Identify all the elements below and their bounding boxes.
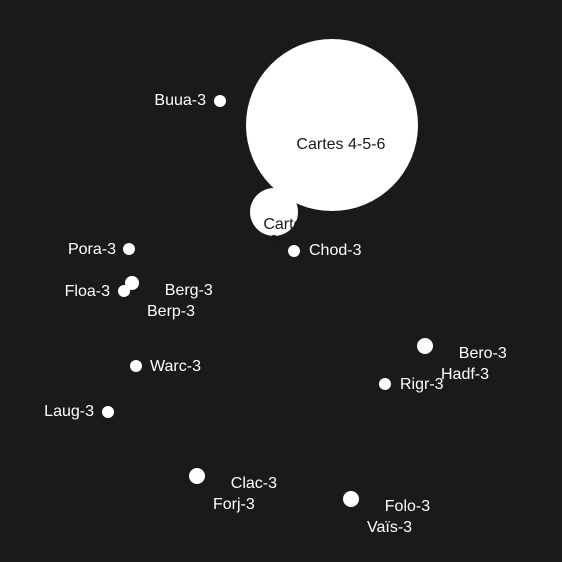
node-label-cartes-4-5-6: Cartes 4-5-6 bbox=[296, 136, 386, 153]
node-label-buua-3: Buua-3 bbox=[154, 92, 206, 109]
node-bubble-floa-3 bbox=[118, 285, 130, 297]
node-bubble-clac-forj-3 bbox=[189, 468, 205, 484]
node-bubble-pora-3 bbox=[123, 243, 135, 255]
node-label-rigr-3: Rigr-3 bbox=[400, 376, 444, 393]
node-bubble-buua-3 bbox=[214, 95, 226, 107]
node-label-floa-3: Floa-3 bbox=[64, 283, 110, 300]
node-bubble-warc-3 bbox=[130, 360, 142, 372]
node-bubble-folo-vais-3 bbox=[343, 491, 359, 507]
node-bubble-rigr-3 bbox=[379, 378, 391, 390]
node-label-warc-3: Warc-3 bbox=[150, 358, 201, 375]
node-bubble-carte-3 bbox=[250, 188, 298, 236]
node-label-laug-3: Laug-3 bbox=[44, 403, 94, 420]
node-label-chod-3: Chod-3 bbox=[309, 242, 362, 259]
node-bubble-chod-3 bbox=[288, 245, 300, 257]
node-bubble-berg-berp-3 bbox=[125, 276, 139, 290]
node-label-pora-3: Pora-3 bbox=[67, 241, 116, 258]
node-bubble-laug-3 bbox=[102, 406, 114, 418]
node-bubble-cartes-4-5-6 bbox=[246, 39, 418, 211]
node-bubble-bero-hadf-3 bbox=[417, 338, 433, 354]
